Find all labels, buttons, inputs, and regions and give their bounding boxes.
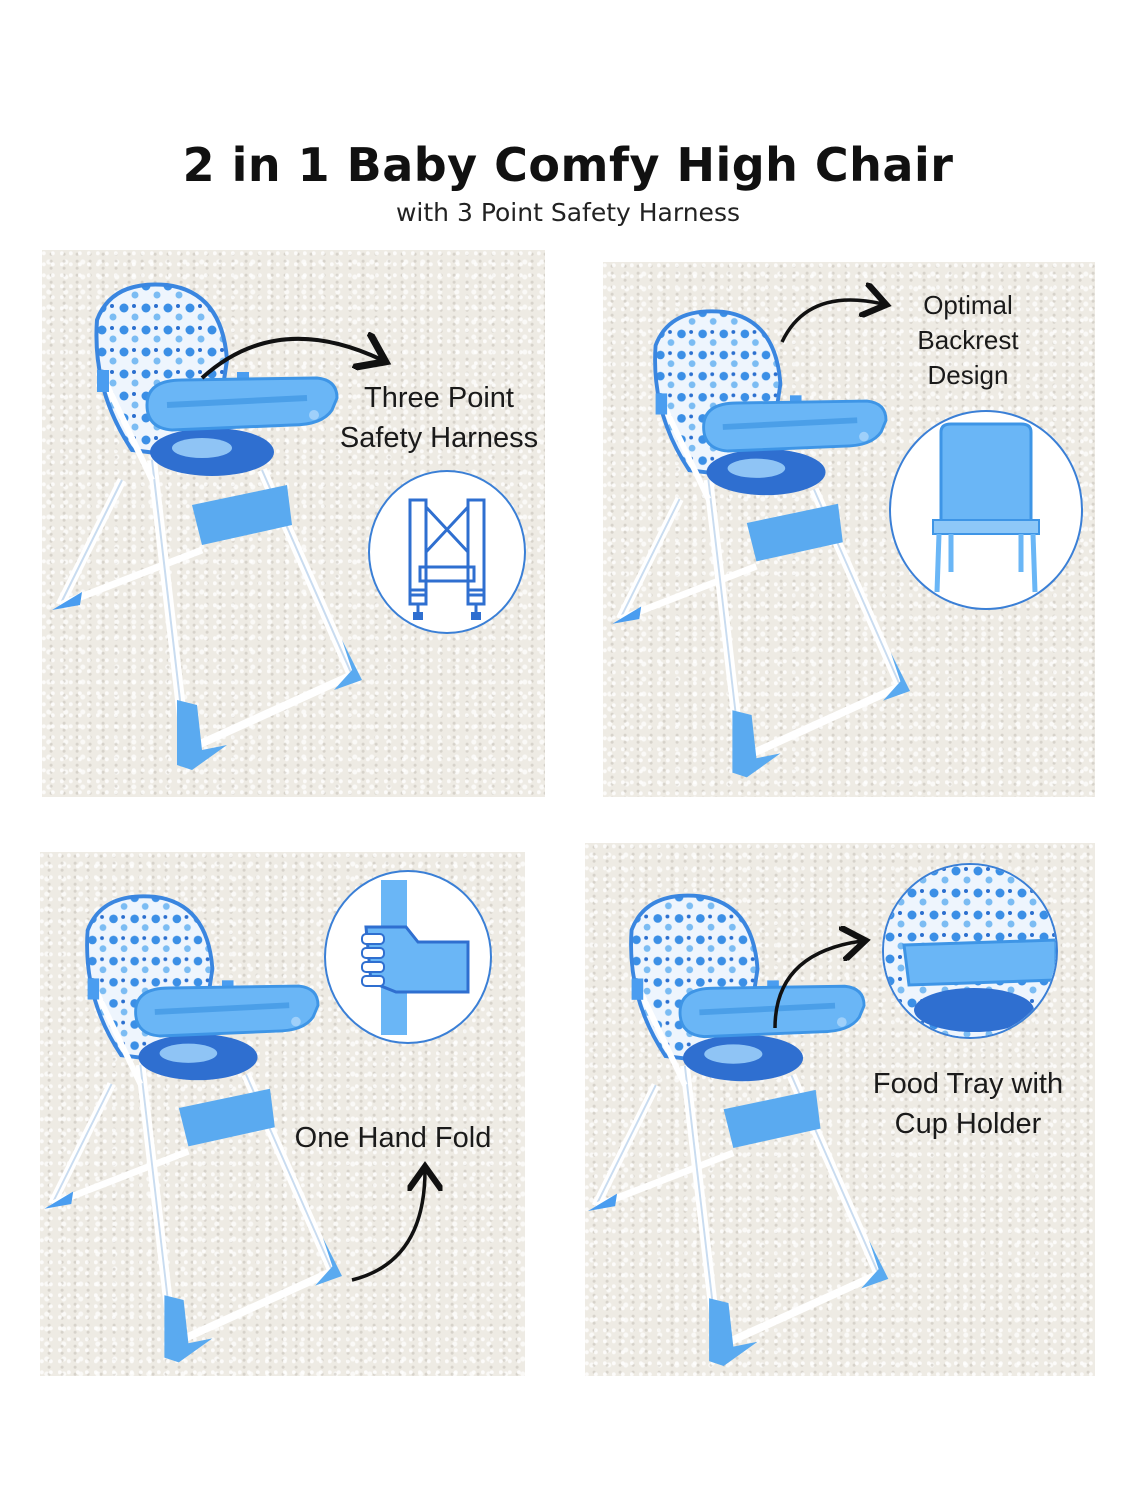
feature-label-line: One Hand Fold [294,1122,492,1154]
hand-grip-icon [324,870,492,1044]
feature-panel-safety-harness: Three Point Safety Harness [42,250,545,797]
high-chair-image [611,307,921,787]
curved-arrow-icon [780,292,888,343]
feature-label-line: Three Point [364,382,514,414]
curved-arrow-icon [351,1162,440,1282]
harness-icon [368,470,526,634]
feature-label-line: Cup Holder [894,1108,1042,1140]
feature-label-line: Design [927,360,1009,390]
feature-panel-one-hand-fold: One Hand Fold [40,852,525,1376]
curved-arrow-icon [200,320,397,380]
feature-label-line: Safety Harness [339,422,539,454]
feature-label-line: Backrest [917,325,1019,355]
page-subtitle: with 3 Point Safety Harness [395,198,740,227]
page-title: 2 in 1 Baby Comfy High Chair [182,138,954,192]
chair-icon [889,410,1083,610]
tray-closeup-icon [882,863,1058,1039]
feature-panel-food-tray: Food Tray with Cup Holder [585,843,1095,1376]
curved-arrow-icon [773,933,870,1029]
feature-label-line: Food Tray with [872,1068,1064,1100]
feature-label-line: Optimal [923,290,1013,320]
feature-panel-backrest: Optimal Backrest Design [603,262,1095,797]
